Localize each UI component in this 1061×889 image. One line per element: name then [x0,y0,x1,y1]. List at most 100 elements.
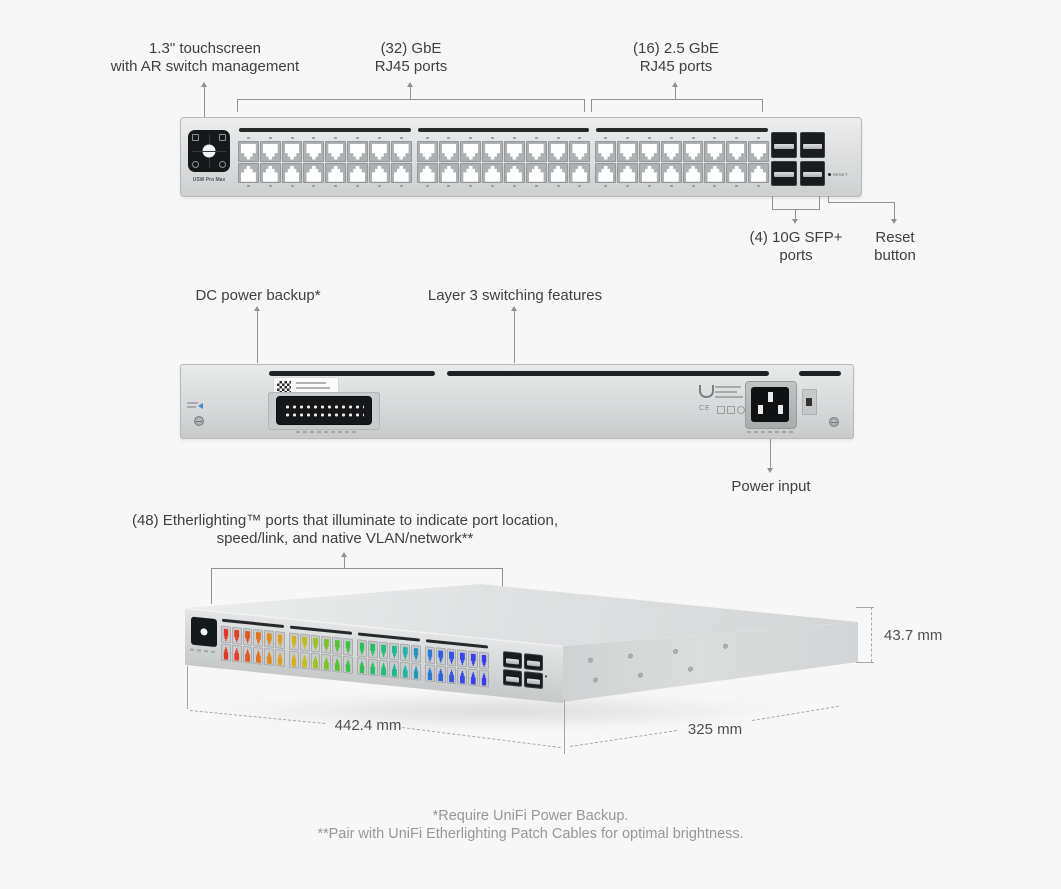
rj45-port [390,162,412,184]
reset-button-dot [545,675,547,678]
etherlighting-port [275,631,285,650]
bracket-end [772,196,773,209]
callout-reset-line1: Reset [875,229,915,246]
sfp-port [503,651,522,669]
etherlighting-port [221,643,231,662]
dimension-depth: 325 mm [687,721,743,738]
etherlighting-port [332,654,343,673]
bracket-end [211,568,212,604]
touchscreen-display [188,130,230,172]
rj45-port [416,162,438,184]
rj45-port [390,140,412,162]
bracket-end [584,99,585,112]
rj45-port [238,140,259,162]
bracket-25g [591,99,763,100]
etherlighting-port [310,634,321,653]
switch-front-view: USW Pro Max RESET [180,117,862,197]
vent-slot [269,371,435,376]
etherlighting-port [231,626,242,645]
footnote-power-backup: *Require UniFi Power Backup. [432,808,629,824]
port-group [595,128,769,188]
callout-25g-ports: (16) 2.5 GbE RJ45 ports [606,40,746,76]
etherlighting-port [357,657,367,676]
compliance-mark-icon [717,406,725,414]
rj45-port [482,162,503,184]
callout-reset-button: Reset button [845,229,945,265]
rj45-port [460,162,482,184]
callout-touchscreen-line1: 1.3" touchscreen [148,40,262,57]
sfp-port [799,160,825,186]
rj45-port [303,140,325,162]
dimension-line-height [871,607,872,662]
rj45-port [503,162,525,184]
rj45-port [748,162,769,184]
screen-app-icon [219,134,226,141]
leader-line [770,439,771,469]
etherlighting-port [378,641,389,660]
rj45-port [547,140,569,162]
etherlighting-port [411,644,421,663]
port-group [238,128,412,188]
dimension-tick [856,607,874,608]
rj45-port [368,162,390,184]
rj45-port [281,140,303,162]
sfp-port [524,671,543,690]
rj45-port [281,162,303,184]
rj45-port [238,162,259,184]
screen-settings-icon [219,161,226,168]
arrow-up-icon [341,552,347,557]
callout-touchscreen: 1.3" touchscreen with AR switch manageme… [95,40,315,76]
etherlighting-port [468,650,479,669]
etherlighting-port [389,642,400,661]
rj45-port-array [238,128,769,188]
etherlighting-port [400,643,411,662]
vent-slot [799,371,841,376]
callout-gbe-line2: RJ45 ports [374,58,448,75]
dimension-tick [856,662,874,663]
screen-app-icon [192,134,199,141]
bracket-end [237,99,238,112]
callout-sfp-line2: ports [779,247,813,264]
bracket-etherlighting [211,568,503,569]
leader-line [410,87,411,99]
port-group [289,625,353,677]
port-caption [187,402,198,404]
dc-caption [296,431,356,433]
etherlighting-port [242,645,253,664]
ce-mark: CE [699,405,711,412]
leader-line [675,87,676,99]
port-group [416,128,591,188]
etherlighting-port [299,633,310,652]
sfp-port-array [771,132,825,186]
etherlighting-port [479,669,489,688]
screw [723,644,728,649]
arrow-down-icon [792,219,798,224]
arrow-down-icon [767,468,773,473]
dimension-tick [187,666,188,709]
sfp-port [771,132,797,158]
touchscreen-dot [202,144,216,158]
port-group [425,639,489,691]
etherlighting-port [332,636,343,655]
dc-backup-connector [276,396,372,425]
arrow-down-icon [891,219,897,224]
ubiquiti-logo-icon [699,385,714,398]
screw [628,653,633,658]
screw [588,658,593,663]
reflection [210,692,790,730]
port-group [357,632,421,684]
screen-info-icon [192,161,199,168]
leader-line [257,311,258,363]
rj45-port [660,162,682,184]
rj45-port [569,140,591,162]
bracket-sfp [772,209,820,210]
rj45-port [347,140,368,162]
leader-line [344,557,345,569]
bracket-gbe [237,99,585,100]
rj45-port [460,140,482,162]
callout-gbe-ports: (32) GbE RJ45 ports [341,40,481,76]
etherlighting-port [446,666,457,685]
screw [593,677,598,682]
etherlighting-port [289,632,299,651]
etherlighting-port [446,648,457,667]
